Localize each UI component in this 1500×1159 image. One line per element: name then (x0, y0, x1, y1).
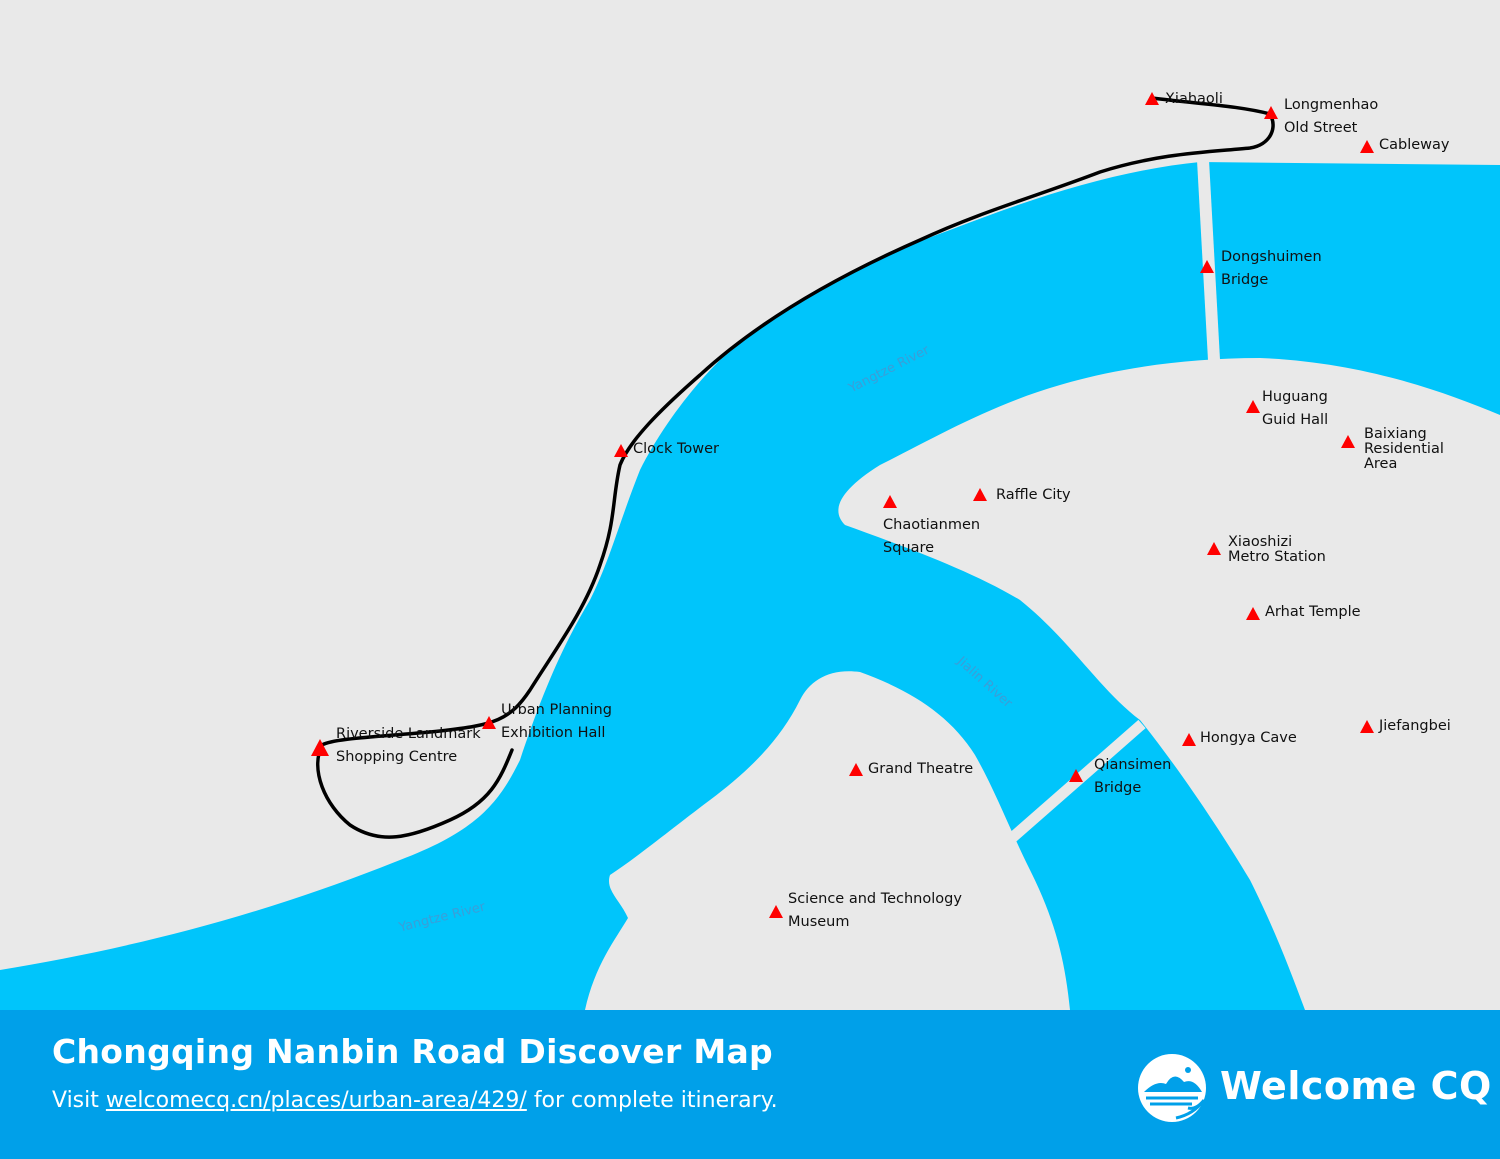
marker-chaotianmen[interactable] (883, 495, 897, 508)
map-title: Chongqing Nanbin Road Discover Map (52, 1032, 773, 1071)
label-line: Exhibition Hall (501, 725, 606, 741)
label-line: Urban Planning (501, 702, 612, 718)
label-line: Bridge (1094, 780, 1142, 796)
label-line: Baixiang (1364, 426, 1427, 442)
marker-riverside[interactable] (311, 739, 329, 756)
logo-text: Welcome CQ (1220, 1064, 1492, 1108)
label-grand-theatre: Grand Theatre (868, 761, 974, 777)
label-line: Museum (788, 914, 850, 930)
label-line: Riverside Landmark (336, 726, 481, 742)
marker-jiefangbei[interactable] (1360, 720, 1374, 733)
label-line: Xiaoshizi (1228, 534, 1293, 550)
label-xiahaoli: Xiahaoli (1165, 91, 1223, 107)
label-line: Metro Station (1228, 549, 1326, 565)
footer: Chongqing Nanbin Road Discover Map Visit… (0, 1010, 1500, 1159)
logo-emblem-icon (1138, 1054, 1206, 1122)
marker-clock-tower[interactable] (614, 444, 628, 457)
label-line: Residential (1364, 441, 1444, 457)
route-line (316, 96, 1275, 839)
marker-cableway[interactable] (1360, 140, 1374, 153)
label-line: Guid Hall (1262, 412, 1329, 428)
label-arhat-temple: Arhat Temple (1265, 604, 1361, 620)
label-line: Bridge (1221, 272, 1269, 288)
suffix-text: for complete itinerary. (533, 1088, 778, 1113)
marker-huguang[interactable] (1246, 400, 1260, 413)
marker-arhat[interactable] (1246, 607, 1260, 620)
marker-raffle-city[interactable] (973, 488, 987, 501)
label-line: Shopping Centre (336, 749, 458, 765)
label-line: Old Street (1284, 120, 1358, 136)
label-jiefangbei: Jiefangbei (1379, 718, 1451, 734)
label-cableway: Cableway (1379, 137, 1450, 153)
marker-qiansimen[interactable] (1069, 769, 1083, 782)
label-line: Qiansimen (1094, 757, 1172, 773)
marker-baixiang[interactable] (1341, 435, 1355, 448)
river-water (0, 162, 1500, 1010)
marker-urban-planning[interactable] (482, 716, 496, 729)
welcome-cq-logo: Welcome CQ (1136, 1048, 1492, 1124)
marker-longmenhao[interactable] (1264, 106, 1278, 119)
map-canvas (0, 92, 1500, 1010)
marker-xiaoshizi[interactable] (1207, 542, 1221, 555)
marker-hongya[interactable] (1182, 733, 1196, 746)
dongshuimen-bridge (1197, 159, 1220, 361)
label-line: Science and Technology (788, 891, 962, 907)
label-clock-tower: Clock Tower (633, 441, 720, 457)
marker-xiahaoli[interactable] (1145, 92, 1159, 105)
label-line: Longmenhao (1284, 97, 1379, 113)
label-line: Chaotianmen (883, 517, 981, 533)
itinerary-link[interactable]: welcomecq.cn/places/urban-area/429/ (105, 1088, 527, 1113)
label-line: Dongshuimen (1221, 249, 1322, 265)
markers (311, 92, 1374, 918)
marker-dongshuimen[interactable] (1200, 260, 1214, 273)
visit-text: Visit (52, 1088, 99, 1113)
label-hongya: Hongya Cave (1200, 730, 1297, 746)
label-line: Area (1364, 456, 1398, 472)
footer-subtitle: Visit welcomecq.cn/places/urban-area/429… (52, 1088, 778, 1113)
label-raffle-city: Raffle City (996, 487, 1071, 503)
marker-grand-theatre[interactable] (849, 763, 863, 776)
marker-science-museum[interactable] (769, 905, 783, 918)
label-line: Huguang (1262, 389, 1328, 405)
label-line: Square (883, 540, 935, 556)
